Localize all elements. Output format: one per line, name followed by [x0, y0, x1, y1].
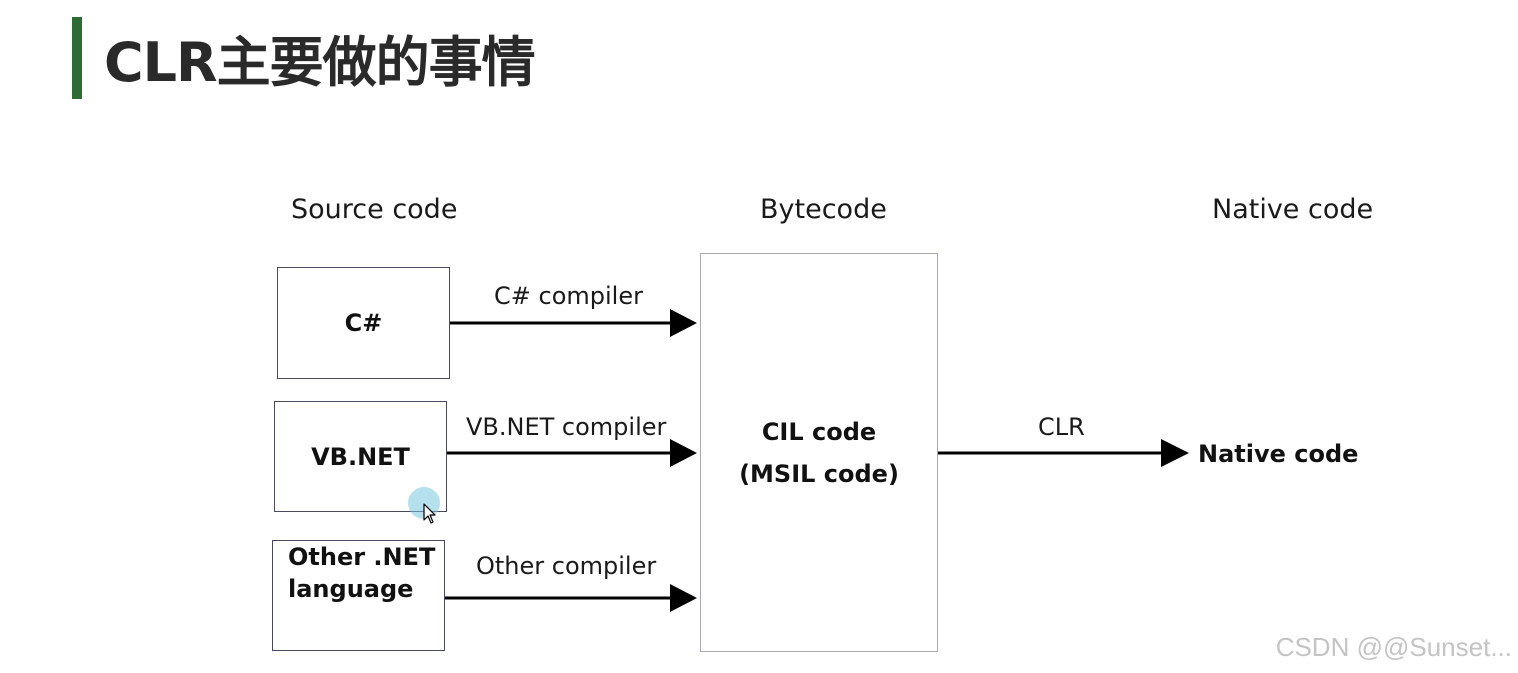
column-heading-source: Source code	[291, 194, 458, 225]
arrowhead-csharp	[670, 309, 697, 337]
mouse-pointer-icon	[423, 503, 436, 524]
watermark: CSDN @@Sunset...	[1275, 632, 1512, 662]
cil-code-box: CIL code (MSIL code)	[700, 253, 938, 652]
edge-label-other-compiler: Other compiler	[476, 552, 657, 580]
arrowhead-other	[670, 584, 697, 612]
msil-label: (MSIL code)	[739, 459, 899, 488]
source-box-other: Other .NET language	[272, 540, 445, 651]
source-label-other-line2: language	[288, 575, 414, 603]
source-label-other-line1: Other .NET	[288, 543, 436, 571]
arrowhead-vbnet	[670, 439, 697, 467]
source-label-csharp: C#	[344, 309, 383, 337]
source-box-vbnet: VB.NET	[274, 401, 447, 512]
edge-label-clr: CLR	[1038, 413, 1085, 441]
source-label-vbnet: VB.NET	[311, 442, 410, 471]
cil-label: CIL code	[761, 417, 877, 446]
column-heading-bytecode: Bytecode	[760, 194, 887, 225]
edge-label-vbnet-compiler: VB.NET compiler	[466, 413, 667, 441]
edge-label-csharp-compiler: C# compiler	[494, 282, 643, 310]
arrowhead-native	[1161, 439, 1189, 467]
title-accent-bar	[72, 17, 82, 99]
column-heading-native: Native code	[1212, 194, 1374, 225]
source-box-csharp: C#	[277, 267, 450, 379]
page-title: CLR主要做的事情	[104, 31, 536, 94]
native-code-output: Native code	[1198, 440, 1359, 468]
